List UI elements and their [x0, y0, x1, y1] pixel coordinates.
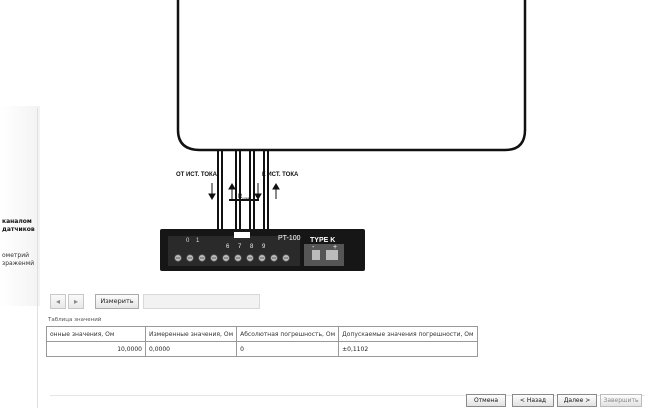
wire-bundle — [217, 150, 269, 232]
typek-label: TYPE K — [310, 237, 335, 244]
terminal-number-9: 9 — [262, 244, 266, 250]
label-to-source: К ИСТ. ТОКА — [262, 172, 299, 178]
down-arrow-icon — [254, 193, 262, 200]
measure-button[interactable]: Измерить — [95, 294, 139, 309]
table-cell: 10,0000 — [46, 341, 146, 357]
column-header: Абсолютная погрешность, Ом — [236, 326, 340, 342]
next-button[interactable]: Далее > — [557, 394, 597, 407]
up-arrow-icon — [228, 183, 236, 190]
table-caption: Таблица значений — [48, 317, 102, 323]
next-arrow-button[interactable]: ▸ — [68, 294, 84, 309]
terminal-number-1: 1 — [196, 238, 200, 244]
table-cell: ±0,1102 — [338, 341, 478, 357]
finish-button[interactable]: Завершить — [600, 394, 642, 407]
left-panel-line: датчиков — [2, 226, 35, 233]
terminal-pins — [174, 254, 290, 262]
sensor-label: PT-100 — [278, 235, 301, 242]
terminal-number-7: 7 — [238, 244, 242, 250]
table-cell: 0,0000 — [144, 341, 238, 357]
resistor-label: Rизм — [238, 194, 249, 201]
left-panel-background — [0, 106, 40, 306]
cancel-button[interactable]: Отмена — [466, 394, 506, 407]
terminal-number-0: 0 — [186, 238, 190, 244]
table-cell: 0 — [236, 341, 340, 357]
label-from-source: ОТ ИСТ. ТОКА — [176, 172, 218, 178]
instrument-outline — [176, 0, 527, 152]
resistor-body — [234, 232, 250, 238]
typek-slot-left — [312, 250, 320, 260]
typek-minus: - — [312, 244, 315, 251]
left-panel-line: каналом — [2, 218, 32, 225]
left-panel-line: ометрий — [2, 252, 29, 259]
prev-arrow-button[interactable]: ◂ — [50, 294, 66, 309]
table-row[interactable]: 10,0000 0,0000 0 ±0,1102 — [46, 341, 478, 357]
left-panel-divider — [37, 108, 38, 408]
down-arrow-icon — [208, 193, 216, 200]
table-header-row: онные значения, Ом Измеренные значения, … — [46, 326, 478, 342]
column-header: Допускаемые значения погрешности, Ом — [338, 326, 478, 342]
footer-divider — [50, 395, 645, 396]
column-header: онные значения, Ом — [46, 326, 146, 342]
typek-plus: + — [333, 244, 337, 251]
terminal-number-6: 6 — [226, 244, 230, 250]
measure-toolbar: ◂ ▸ Измерить — [44, 292, 260, 310]
wiring-diagram: ОТ ИСТ. ТОКА К ИСТ. ТОКА Rизм PT-100 0 1… — [160, 0, 527, 271]
measurement-progress-bar — [143, 294, 260, 309]
terminal-number-8: 8 — [250, 244, 254, 250]
up-arrow-icon — [272, 183, 280, 190]
typek-slot-right — [326, 250, 338, 260]
results-table: онные значения, Ом Измеренные значения, … — [46, 326, 478, 357]
typek-socket — [304, 244, 344, 266]
current-arrows — [208, 183, 280, 200]
left-panel-line: зраженмй — [2, 260, 35, 267]
back-button[interactable]: < Назад — [512, 394, 554, 407]
column-header: Измеренные значения, Ом — [144, 326, 238, 342]
